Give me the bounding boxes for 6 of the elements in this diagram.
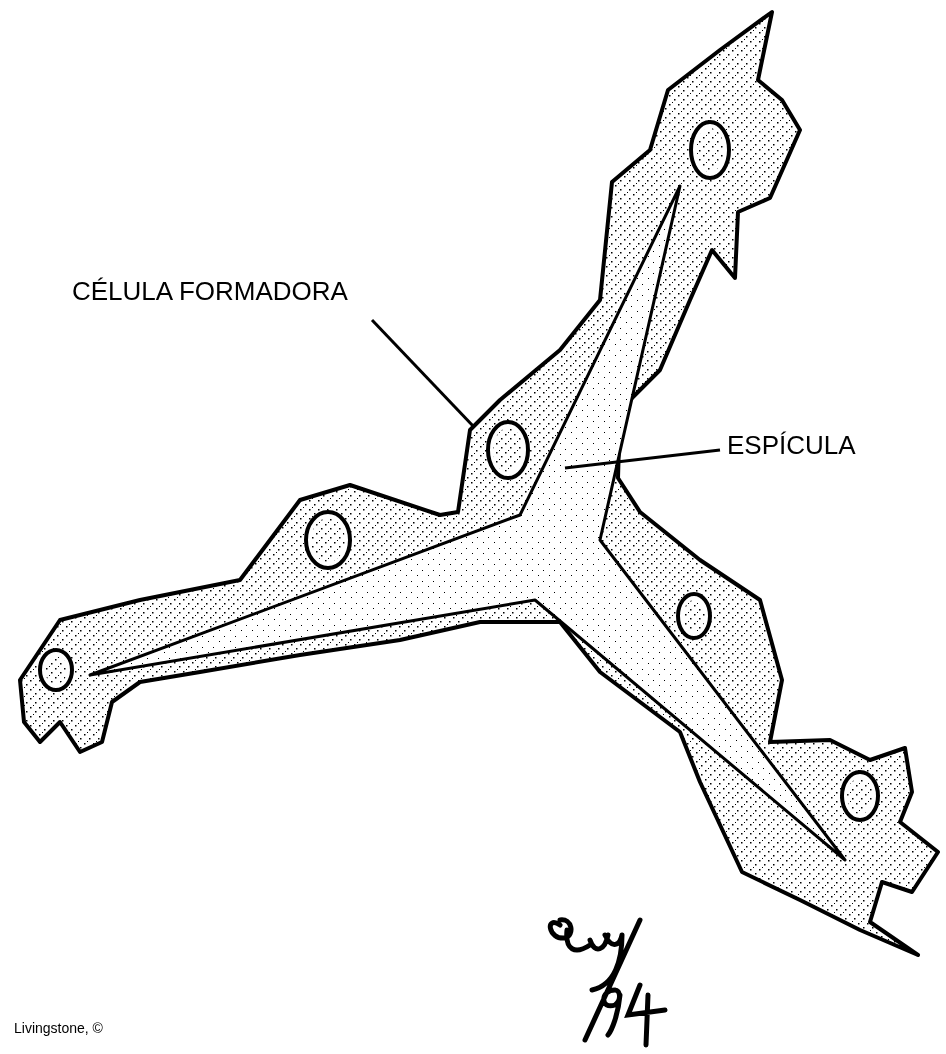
callout-label: ESPÍCULA: [727, 429, 856, 462]
leader-line: [564, 448, 721, 470]
callout-label: CÉLULA FORMADORA: [72, 275, 348, 308]
credit-text: Livingstone, ©: [14, 1019, 103, 1038]
forming-cell: [18, 10, 940, 957]
leader-line: [370, 318, 476, 429]
